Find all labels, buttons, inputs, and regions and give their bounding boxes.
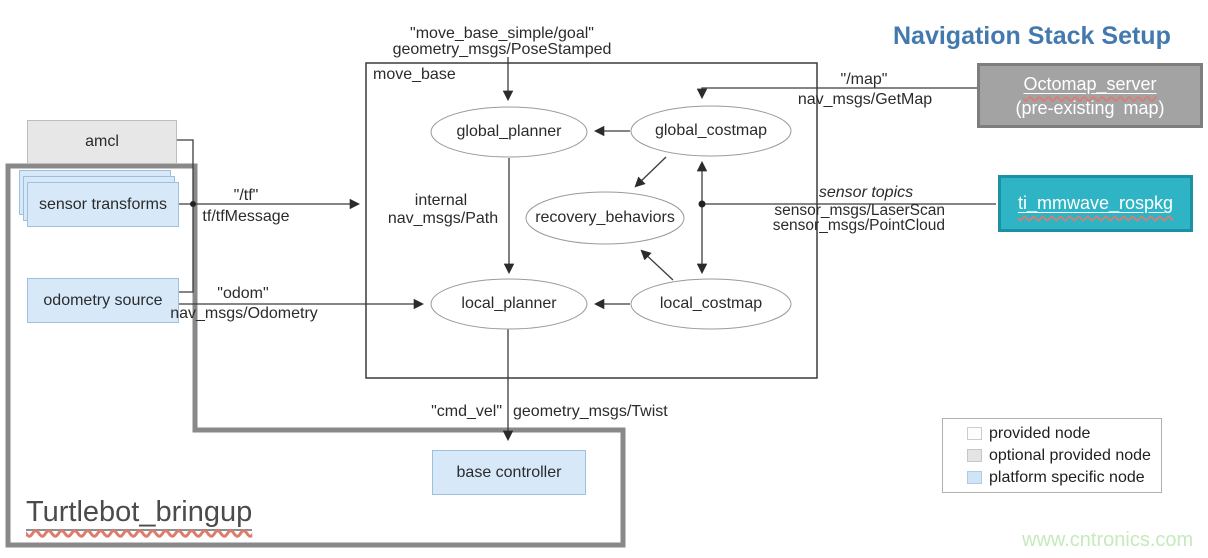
turtlebot-bringup-text: Turtlebot_bringup [26,496,253,531]
edge-amcl-stub [175,139,194,201]
cmdvel-topic-label: "cmd_vel" [431,403,502,420]
ti-mmwave-rospkg-node: ti_mmwave_rospkg [998,175,1193,232]
optional-node-swatch [967,449,982,462]
sensor-type2: sensor_msgs/PointCloud [772,217,945,234]
odom-topic-label: "odom" [217,285,269,302]
local-costmap-label: local_costmap [659,295,763,312]
tf-topic-label: "/tf" [233,187,259,204]
amcl-node: amcl [27,120,177,164]
sensor-type1: sensor_msgs/LaserScan [774,202,945,219]
tf-junction-dot [190,201,196,207]
global-costmap-ellipse [630,105,792,157]
odometry-source-label: odometry source [43,291,163,309]
global-costmap-label: global_costmap [654,122,768,139]
octomap-server-node: Octomap_server (pre-existing map) [977,63,1203,128]
ti-mmwave-label: ti_mmwave_rospkg [1017,193,1174,213]
page-title: Navigation Stack Setup [893,22,1171,50]
platform-node-swatch [967,471,982,484]
sensor-transforms-label: sensor transforms [38,195,168,213]
platform-node-label: platform specific node [989,468,1145,486]
edge-localcostmap-recovery [640,249,674,281]
octomap-server-title: Octomap_server [1023,73,1157,94]
move-base-label: move_base [373,66,456,83]
edge-globalcostmap-recovery [634,156,667,188]
sensor-transforms-node: sensor transforms [27,182,179,227]
local-costmap-ellipse [630,278,792,330]
recovery-behaviors-label: recovery_behaviors [535,209,675,226]
map-type-label: nav_msgs/GetMap [797,91,933,108]
goal-topic-label: "move_base_simple/goal" [410,25,594,42]
legend-row-optional: optional provided node [967,447,1161,465]
edge-odometry-stub [177,207,194,293]
local-planner-label: local_planner [461,295,557,312]
legend: provided node optional provided node pla… [942,418,1162,493]
base-controller-node: base controller [432,450,586,495]
odometry-source-node: odometry source [27,278,179,323]
goal-type-label: geometry_msgs/PoseStamped [392,41,612,58]
optional-node-label: optional provided node [989,446,1151,464]
turtlebot-bringup-label: Turtlebot_bringup [26,496,253,531]
tf-type-label: tf/tfMessage [202,208,290,225]
edge-map-arrow [696,87,977,100]
amcl-label: amcl [85,133,119,150]
legend-row-platform: platform specific node [967,469,1161,487]
local-planner-ellipse [430,278,588,330]
legend-row-provided: provided node [967,425,1161,443]
base-controller-label: base controller [456,463,562,481]
internal-label: internal [414,192,468,209]
map-topic-label: "/map" [840,71,888,88]
sensor-types-label: sensor_msgs/LaserScan sensor_msgs/PointC… [772,202,945,234]
global-planner-label: global_planner [456,123,562,140]
cmdvel-type-label: geometry_msgs/Twist [513,403,668,420]
provided-node-swatch [967,427,982,440]
internal-type-label: nav_msgs/Path [387,210,499,227]
global-planner-ellipse [430,106,588,158]
sensor-topics-label: sensor topics [818,184,914,201]
recovery-behaviors-ellipse [525,191,685,245]
turtlebot-bringup-border [5,163,626,548]
octomap-server-subtitle: (pre-existing map) [1015,97,1165,118]
odom-type-label: nav_msgs/Odometry [170,305,318,322]
sensor-junction-dot [698,200,706,208]
watermark: www.cntronics.com [1022,529,1194,551]
provided-node-label: provided node [989,424,1091,442]
